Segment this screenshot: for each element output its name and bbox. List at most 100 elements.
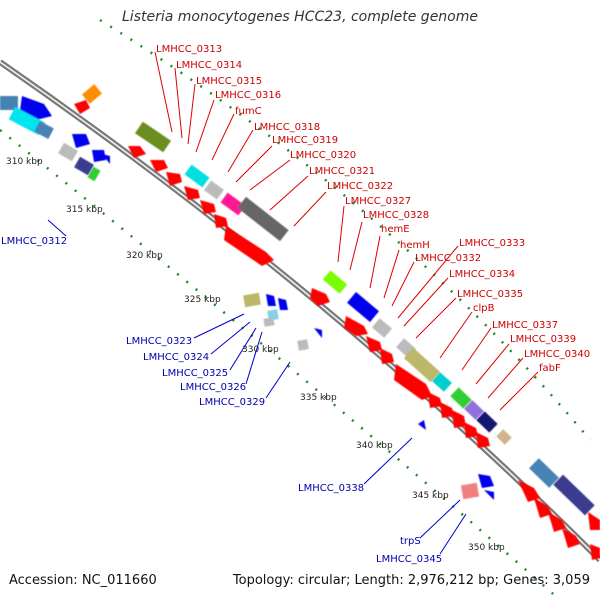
gene-block: [184, 164, 210, 188]
gene-block: [134, 121, 172, 153]
gene-arrow: [224, 226, 274, 266]
scale-label: 315 kbp: [66, 205, 103, 215]
gene-label: LMHCC_0334: [449, 269, 515, 280]
gene-block: [243, 292, 261, 308]
scale-label: 320 kbp: [126, 251, 163, 261]
accession-text: Accession: NC_011660: [9, 573, 157, 588]
tick-arc-inner: [0, 129, 561, 600]
gene-label: LMHCC_0316: [215, 90, 281, 101]
gene-arrow: [452, 410, 466, 428]
gene-label: LMHCC_0320: [290, 150, 356, 161]
gene-label: LMHCC_0338: [298, 483, 364, 494]
gene-block: [372, 318, 392, 338]
gene-arrow: [562, 528, 580, 548]
gene-label: LMHCC_0345: [376, 554, 442, 565]
gene-block: [87, 166, 101, 182]
gene-label: LMHCC_0337: [492, 320, 558, 331]
gene-label: LMHCC_0339: [510, 334, 576, 345]
gene-block: [464, 400, 484, 420]
gene-arrow: [214, 214, 228, 228]
gene-label: LMHCC_0318: [254, 122, 320, 133]
gene-block: [347, 291, 379, 323]
gene-label: hemE: [381, 224, 410, 235]
gene-label: LMHCC_0326: [180, 382, 246, 393]
gene-block: [322, 270, 348, 294]
gene-arrow: [478, 474, 494, 488]
gene-block: [0, 96, 18, 110]
gene-arrow: [92, 150, 106, 162]
gene-block: [220, 192, 246, 216]
gene-arrow: [184, 186, 200, 200]
gene-label: LMHCC_0313: [156, 44, 222, 55]
gene-block: [74, 156, 94, 176]
gene-arrow: [166, 172, 182, 186]
gene-label: LMHCC_0314: [176, 60, 242, 71]
gene-arrow: [380, 348, 394, 364]
gene-arrow: [344, 316, 368, 336]
gene-arrow: [278, 298, 288, 310]
gene-label: LMHCC_0327: [345, 196, 411, 207]
gene-label: clpB: [473, 303, 495, 314]
gene-arrow: [314, 328, 322, 338]
gene-label: LMHCC_0340: [524, 349, 590, 360]
gene-arrow: [150, 160, 168, 172]
gene-block: [34, 120, 54, 140]
reverse-gene-labels: LMHCC_0312 LMHCC_0323 LMHCC_0324 LMHCC_0…: [1, 219, 467, 565]
gene-arrow: [588, 512, 600, 530]
gene-block: [496, 429, 512, 445]
gene-arrow: [428, 392, 442, 408]
gene-arrow: [394, 364, 432, 400]
tick-guides: [0, 18, 591, 600]
scale-label: 345 kbp: [412, 491, 449, 501]
gene-label: LMHCC_0335: [457, 289, 523, 300]
gene-arrow: [74, 100, 90, 114]
gene-label: LMHCC_0333: [459, 238, 525, 249]
gene-label: LMHCC_0323: [126, 336, 192, 347]
scale-label: 340 kbp: [356, 441, 393, 451]
gene-arrow: [310, 288, 330, 306]
gene-block: [529, 458, 559, 488]
gene-block: [82, 84, 102, 104]
gene-arrow: [590, 544, 600, 560]
gene-block: [263, 317, 275, 327]
gene-arrow: [548, 512, 566, 532]
scale-labels: 310 kbp 315 kbp 320 kbp 325 kbp 330 kbp …: [6, 157, 505, 553]
gene-arrow: [266, 294, 276, 306]
gene-block: [450, 387, 472, 409]
gene-arrow: [464, 422, 478, 438]
gene-block: [403, 347, 441, 383]
gene-block: [58, 142, 78, 162]
gene-block: [476, 411, 498, 433]
gene-block: [204, 180, 224, 200]
gene-label: LMHCC_0321: [309, 166, 375, 177]
gene-arrow: [366, 336, 382, 352]
gene-label: trpS: [400, 536, 421, 547]
gene-label: fumC: [235, 106, 262, 117]
gene-label: LMHCC_0315: [196, 76, 262, 87]
scale-label: 310 kbp: [6, 157, 43, 167]
scale-label: 335 kbp: [300, 393, 337, 403]
forward-gene-track: [74, 84, 600, 560]
gene-label: LMHCC_0319: [272, 135, 338, 146]
gene-arrow: [418, 420, 426, 430]
gene-label: LMHCC_0324: [143, 352, 209, 363]
gene-label: LMHCC_0325: [162, 368, 228, 379]
gene-label: hemH: [400, 240, 430, 251]
gene-arrow: [476, 432, 490, 448]
gene-arrow: [484, 490, 494, 500]
gene-arrow: [102, 154, 110, 164]
gene-label: LMHCC_0322: [327, 181, 393, 192]
scale-label: 350 kbp: [468, 543, 505, 553]
gene-block: [297, 339, 309, 351]
scale-label: 325 kbp: [184, 295, 221, 305]
gene-arrow: [72, 134, 90, 148]
reverse-gene-track: [0, 96, 494, 500]
gene-block: [237, 196, 289, 242]
gene-label: LMHCC_0312: [1, 236, 67, 247]
gene-block: [432, 372, 452, 392]
map-title: Listeria monocytogenes HCC23, complete g…: [122, 9, 478, 25]
forward-gene-labels: LMHCC_0313 LMHCC_0314 LMHCC_0315 LMHCC_0…: [154, 44, 590, 411]
gene-block: [460, 482, 480, 500]
